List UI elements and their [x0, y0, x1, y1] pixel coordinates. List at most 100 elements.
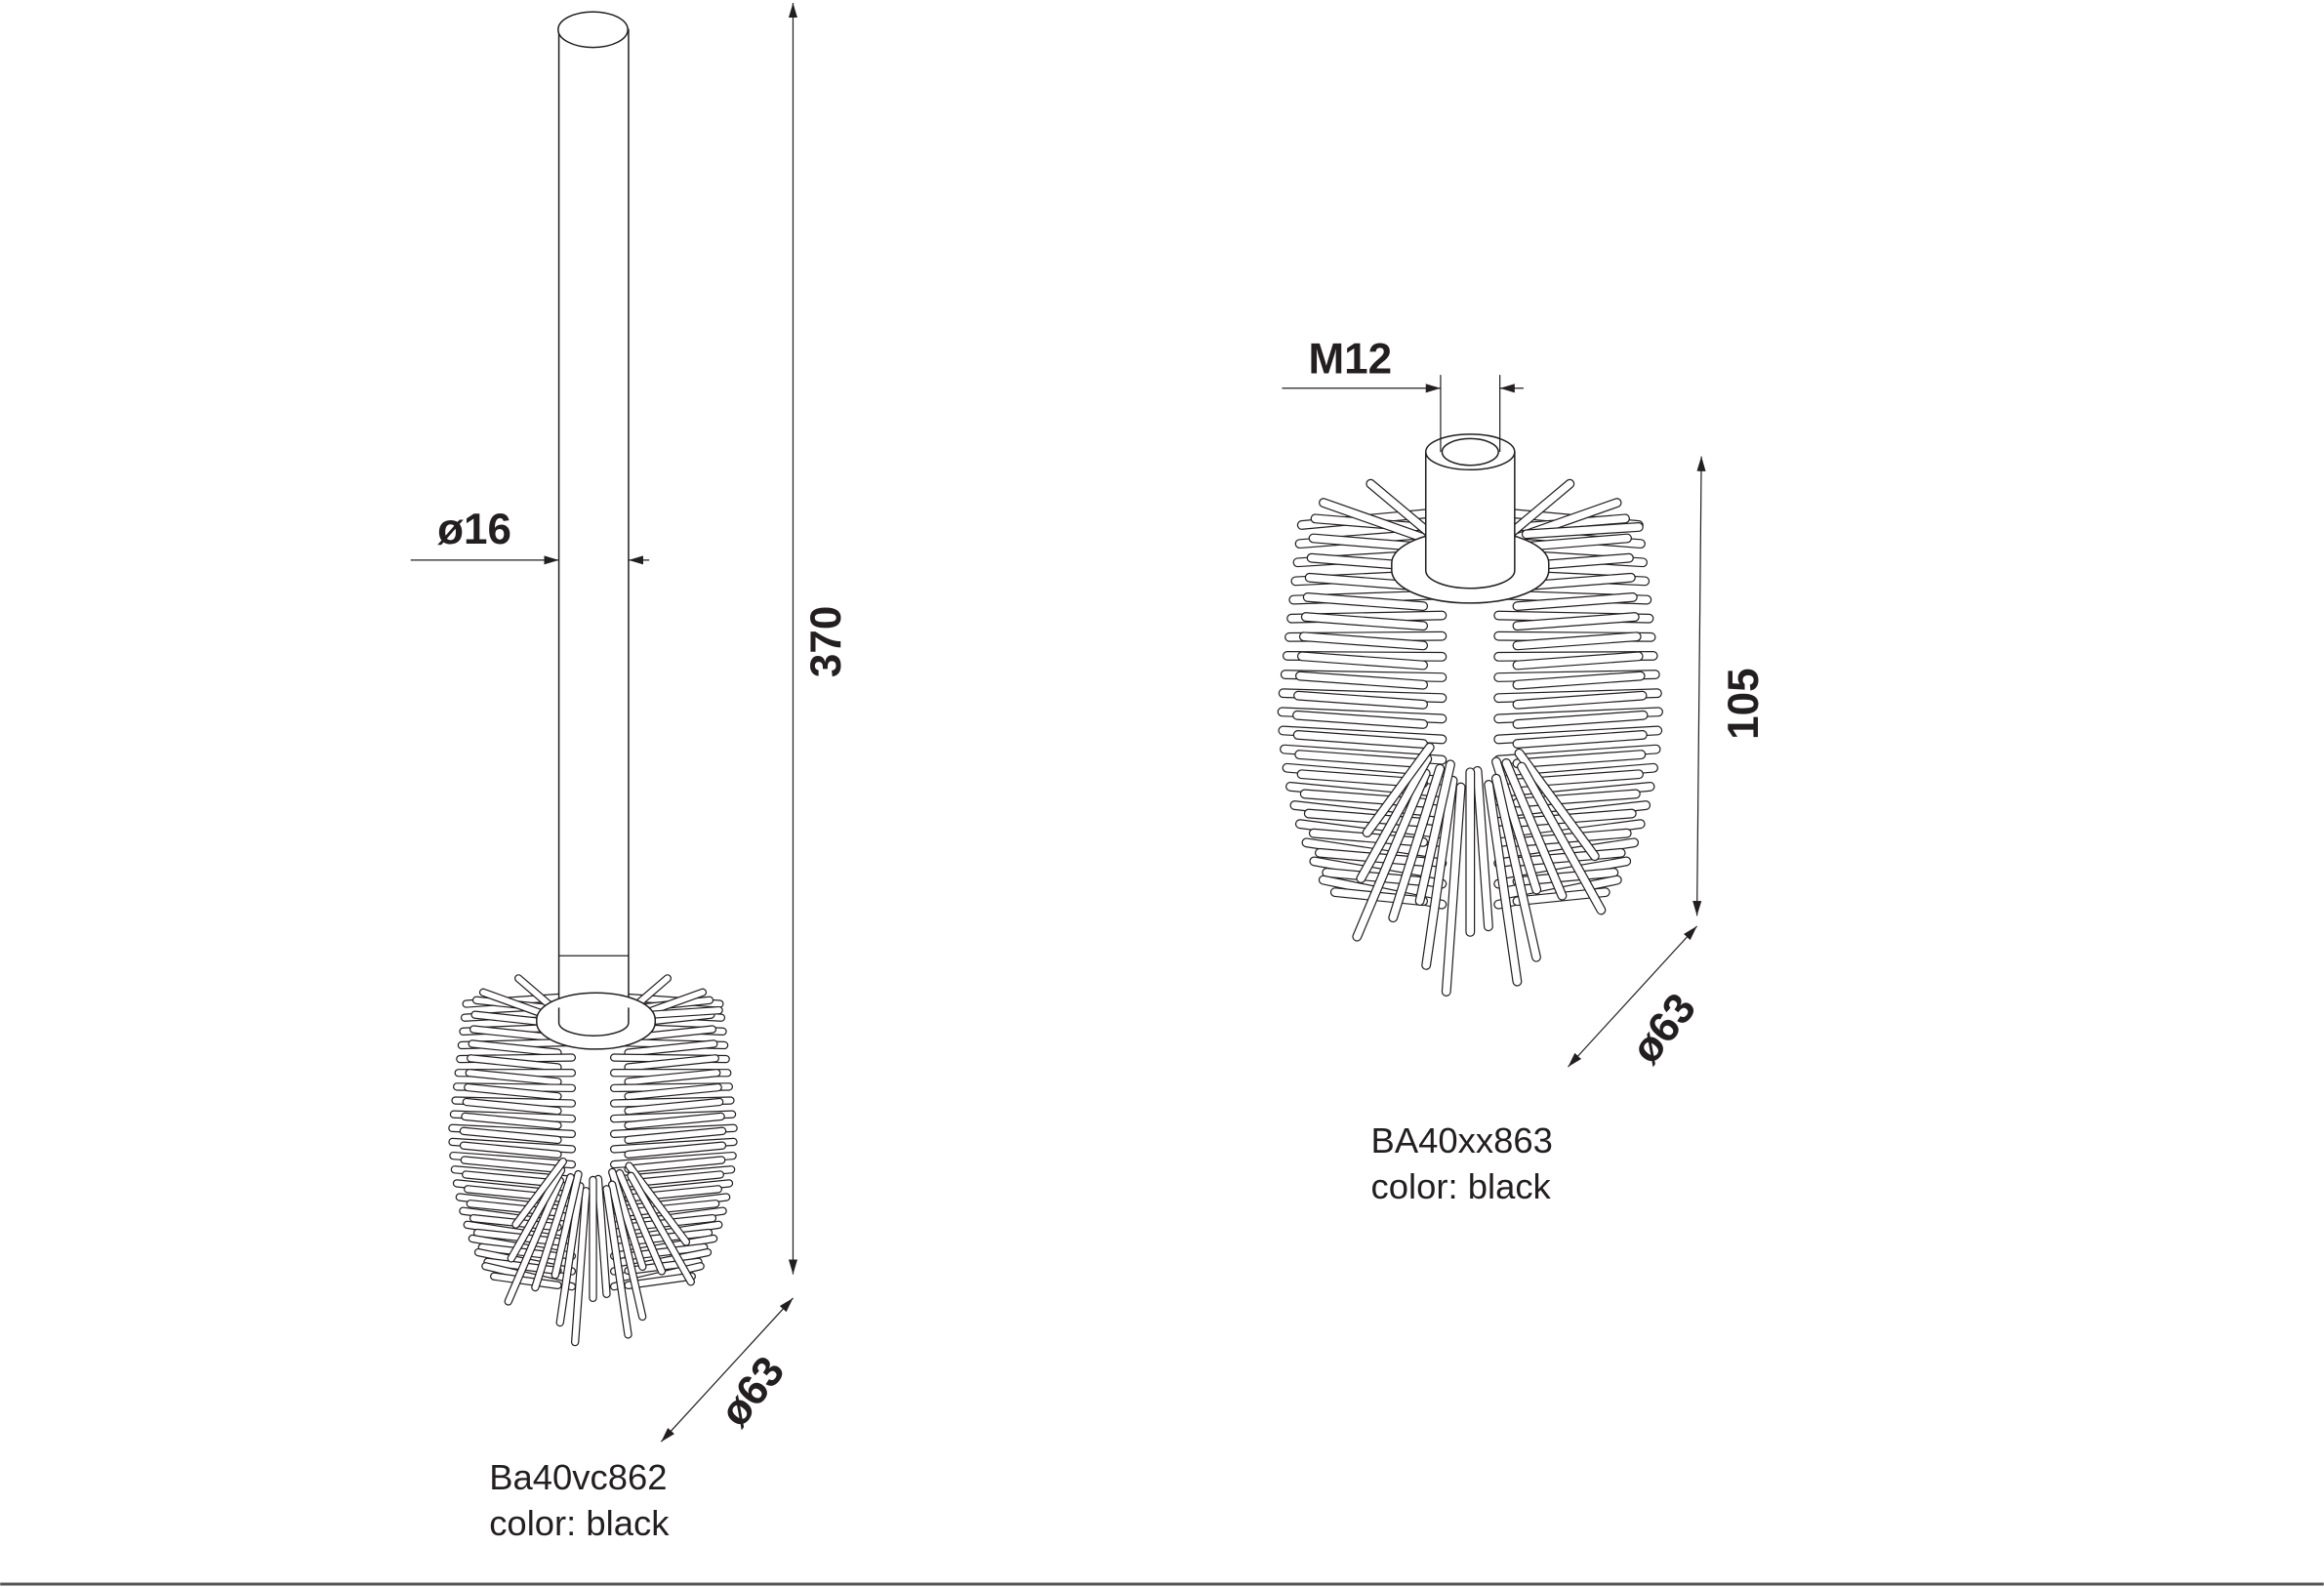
dimension-left-head-diameter: ø63: [660, 1297, 794, 1443]
bristle: [1492, 757, 1540, 894]
bristle: [1518, 762, 1606, 915]
dimension-label-105: 105: [1720, 668, 1768, 739]
dimension-thread: M12: [1282, 336, 1524, 453]
bristle: [463, 1099, 561, 1115]
bristle: [572, 1188, 590, 1346]
bristle: [1353, 769, 1430, 941]
dimension-label-o16: ø16: [437, 506, 511, 553]
bristle: [1293, 712, 1427, 728]
bristle: [461, 1142, 561, 1158]
bristle: [470, 1026, 561, 1041]
bristle: [616, 1170, 665, 1275]
dimension-handle-diameter: ø16: [410, 506, 650, 565]
bristle: [1513, 751, 1646, 767]
right-product-color: color: black: [1371, 1166, 1552, 1206]
right-brush-drawing: [1277, 433, 1663, 997]
bristle: [474, 1230, 561, 1245]
bristle: [551, 1171, 582, 1279]
handle-base: [557, 1007, 630, 1037]
dimension-label-m12: M12: [1308, 336, 1392, 384]
bristle: [1513, 731, 1647, 748]
bristle: [625, 1142, 725, 1158]
bristle: [625, 1070, 720, 1085]
bristle: [1513, 691, 1647, 709]
bristle: [1513, 809, 1636, 827]
bristle: [625, 1055, 718, 1071]
bristle: [1363, 744, 1434, 836]
bristle: [466, 1070, 561, 1085]
bristle: [625, 1040, 717, 1056]
bristle: [1513, 613, 1639, 630]
bristle: [1300, 632, 1427, 650]
bristle: [1485, 781, 1522, 986]
dimension-label-o63-right: ø63: [1622, 985, 1705, 1073]
bristle: [1515, 750, 1599, 860]
dimension-height: 105: [1692, 456, 1768, 916]
bristle: [505, 1177, 563, 1305]
bristle: [625, 1157, 725, 1172]
bristle: [512, 1159, 566, 1228]
bristle: [1415, 760, 1454, 905]
handle-top-cap: [557, 11, 629, 49]
bristle: [556, 1183, 584, 1326]
bristle: [1473, 767, 1492, 931]
bristle: [611, 1180, 732, 1199]
bristle: [625, 1200, 719, 1216]
bristle: [1302, 613, 1427, 630]
bristle: [491, 1273, 561, 1288]
bristle: [1513, 632, 1641, 650]
bristle: [1513, 593, 1637, 610]
left-brush-handle: [557, 28, 630, 1009]
bristle: [532, 1174, 574, 1290]
bristle: [1294, 691, 1427, 709]
bristle: [603, 1186, 632, 1338]
bristle: [626, 1162, 689, 1245]
bristle: [1422, 777, 1457, 969]
bristle: [460, 1127, 561, 1143]
bristle: [1295, 751, 1427, 767]
bristle: [1502, 759, 1567, 900]
left-brush-bristles: [448, 966, 738, 1347]
bristle: [1492, 774, 1540, 961]
bristle: [1357, 754, 1431, 882]
bristle: [628, 1172, 694, 1285]
bristle: [625, 1099, 723, 1115]
bristle: [625, 1127, 726, 1143]
dimension-right-head-diameter: ø63: [1568, 925, 1705, 1073]
right-product-code: BA40xx863: [1371, 1120, 1553, 1160]
left-product-code: Ba40vc862: [489, 1457, 667, 1497]
bristle: [609, 1181, 646, 1320]
bristle: [1389, 764, 1444, 921]
bristle: [1293, 731, 1427, 748]
bristle: [1298, 652, 1427, 670]
bristle: [609, 1168, 646, 1270]
dimension-length: 370: [788, 3, 850, 1275]
bristle: [468, 1055, 561, 1071]
bristle: [1304, 593, 1427, 610]
bristle: [463, 1171, 561, 1187]
bristle: [462, 1113, 561, 1128]
left-product-color: color: black: [489, 1503, 670, 1543]
bristle: [1513, 652, 1643, 670]
dimension-label-370: 370: [802, 606, 850, 677]
thread-hole: [1441, 437, 1499, 467]
bristle: [1443, 783, 1465, 996]
bristle: [469, 1040, 561, 1056]
bristle: [594, 1175, 610, 1297]
bristle: [1310, 829, 1427, 846]
bristle: [625, 1084, 721, 1100]
bristle: [1331, 888, 1427, 905]
bristle: [1320, 499, 1425, 542]
left-brush-drawing: [448, 11, 738, 1347]
bristle: [1296, 671, 1427, 689]
bristle: [625, 1113, 724, 1128]
threaded-stem: [1424, 452, 1516, 590]
dimension-label-o63-left: ø63: [711, 1348, 794, 1436]
bristle: [1513, 671, 1645, 689]
bristle: [1523, 523, 1643, 539]
bristle: [461, 1157, 561, 1172]
bristle: [465, 1084, 561, 1100]
bristle: [508, 1166, 564, 1262]
bristle: [1513, 712, 1648, 728]
